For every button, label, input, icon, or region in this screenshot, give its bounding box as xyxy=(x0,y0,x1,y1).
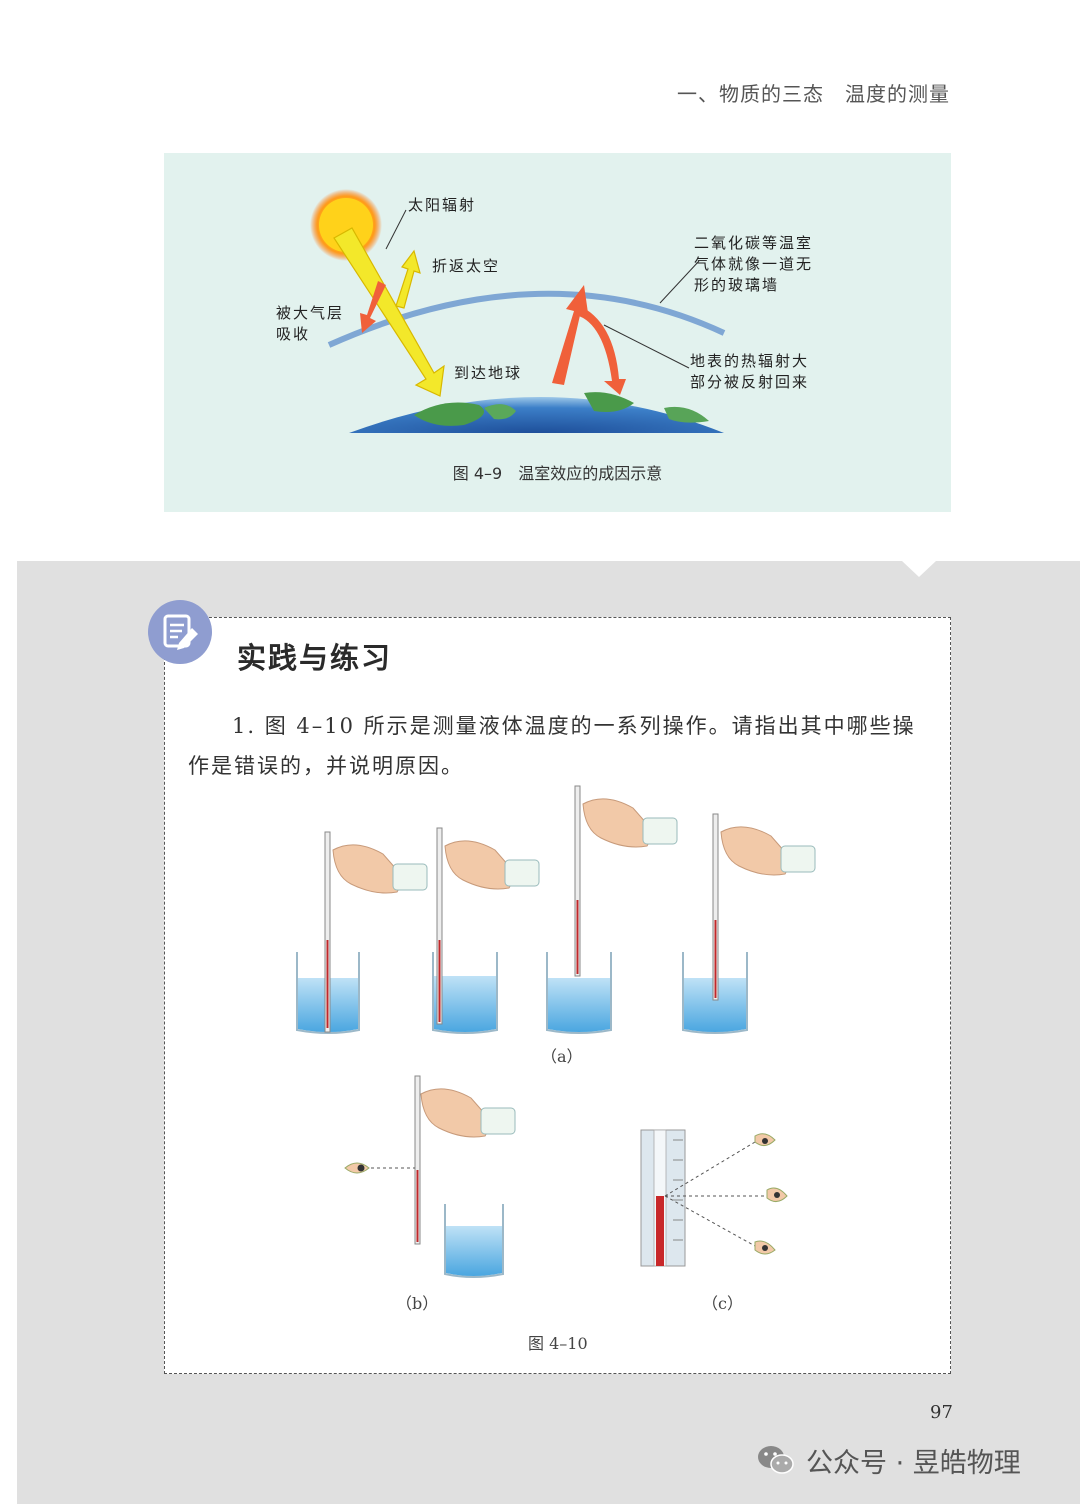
label-a: （a） xyxy=(541,1047,583,1066)
page-number: 97 xyxy=(930,1402,953,1423)
scene-a3 xyxy=(546,785,678,1034)
absorbed-arrow xyxy=(360,281,386,333)
label-c: （c） xyxy=(702,1294,743,1313)
scene-b xyxy=(344,1075,516,1278)
practice-badge xyxy=(148,600,212,664)
greenhouse-figure: 太阳辐射 折返太空 被大气层 吸收 到达地球 二氧化碳等温室 气体就像一道无 形… xyxy=(164,153,951,512)
chapter-header: 一、物质的三态 温度的测量 xyxy=(677,82,950,106)
practice-title: 实践与练习 xyxy=(237,641,393,675)
atmosphere-arc xyxy=(327,290,726,348)
reflected-label: 折返太空 xyxy=(432,257,501,275)
thermometer-operations-figure xyxy=(296,785,816,1278)
reach-earth-label: 到达地球 xyxy=(454,364,523,382)
notepad-pencil-icon xyxy=(163,614,198,650)
scene-c xyxy=(640,1129,788,1267)
solar-radiation-label: 太阳辐射 xyxy=(408,196,477,214)
question-1: 1. 图 4–10 所示是测量液体温度的一系列操作。请指出其中哪些操作是错误的，… xyxy=(188,714,916,778)
absorbed-label: 被大气层 吸收 xyxy=(276,304,345,343)
scene-a2 xyxy=(432,827,540,1034)
surface-radiation-label: 地表的热辐射大 部分被反射回来 xyxy=(690,352,810,391)
label-b: （b） xyxy=(396,1294,439,1313)
greenhouse-illustration xyxy=(310,189,726,433)
surface-heat-arrow xyxy=(552,285,588,385)
solar-arrow xyxy=(333,227,445,397)
greenhouse-gas-label: 二氧化碳等温室 气体就像一道无 形的玻璃墙 xyxy=(694,234,814,294)
watermark-text: 公众号 · 昱皓物理 xyxy=(806,1447,1021,1479)
scene-a4 xyxy=(682,813,816,1034)
figure-4-10-caption: 图 4–10 xyxy=(528,1334,588,1353)
watermark: 公众号 · 昱皓物理 xyxy=(756,1440,1021,1480)
reflected-arrow xyxy=(395,249,421,309)
scene-a1 xyxy=(296,831,428,1034)
panel-notch xyxy=(902,561,936,577)
figure-4-9-caption: 图 4–9 温室效应的成因示意 xyxy=(452,464,663,483)
wechat-icon xyxy=(758,1446,794,1474)
